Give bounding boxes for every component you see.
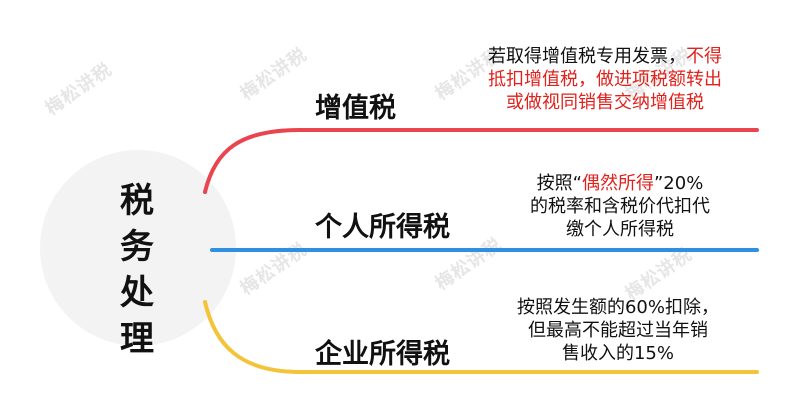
root-node-circle bbox=[40, 150, 236, 346]
description-text: 按照发生额的60%扣除， bbox=[516, 297, 719, 318]
description-line: 按照“偶然所得”20% bbox=[505, 172, 735, 195]
description-text: 按照“ bbox=[536, 173, 582, 194]
description-text: 缴个人所得税 bbox=[566, 219, 674, 240]
root-char: 税 bbox=[120, 181, 156, 221]
highlighted-text: 不得 bbox=[686, 46, 722, 67]
branch-description-vat: 若取得增值税专用发票，不得抵扣增值税，做进项税额转出或做视同销售交纳增值税 bbox=[455, 45, 755, 114]
description-line: 抵扣增值税，做进项税额转出 bbox=[455, 68, 755, 91]
root-char: 处 bbox=[120, 273, 156, 313]
root-char: 理 bbox=[120, 319, 156, 359]
description-line: 缴个人所得税 bbox=[505, 218, 735, 241]
branch-label-cit: 企业所得税 bbox=[315, 339, 450, 370]
description-text: 但最高不能超过当年销 bbox=[528, 320, 708, 341]
highlighted-text: 或做视同销售交纳增值税 bbox=[506, 92, 704, 113]
description-text: ”20% bbox=[653, 173, 704, 194]
branch-connector-vat bbox=[203, 128, 759, 194]
branch-description-iit: 按照“偶然所得”20%的税率和含税价代扣代缴个人所得税 bbox=[505, 172, 735, 241]
highlighted-text: 抵扣增值税，做进项税额转出 bbox=[488, 69, 722, 90]
description-text: 售收入的15% bbox=[561, 343, 674, 364]
branch-label-vat: 增值税 bbox=[315, 93, 396, 124]
description-line: 或做视同销售交纳增值税 bbox=[455, 91, 755, 114]
description-text: 的税率和含税价代扣代 bbox=[530, 196, 710, 217]
description-line: 的税率和含税价代扣代 bbox=[505, 195, 735, 218]
description-line: 但最高不能超过当年销 bbox=[498, 319, 738, 342]
branch-description-cit: 按照发生额的60%扣除，但最高不能超过当年销售收入的15% bbox=[498, 296, 738, 365]
description-line: 按照发生额的60%扣除， bbox=[498, 296, 738, 319]
root-node-label: 税 务 处 理 bbox=[108, 178, 168, 362]
description-line: 售收入的15% bbox=[498, 342, 738, 365]
branch-label-iit: 个人所得税 bbox=[315, 212, 450, 243]
branch-connector-cit bbox=[203, 300, 759, 374]
description-text: 若取得增值税专用发票， bbox=[488, 46, 686, 67]
highlighted-text: 偶然所得 bbox=[581, 173, 654, 194]
description-line: 若取得增值税专用发票，不得 bbox=[455, 45, 755, 68]
root-char: 务 bbox=[120, 227, 156, 267]
